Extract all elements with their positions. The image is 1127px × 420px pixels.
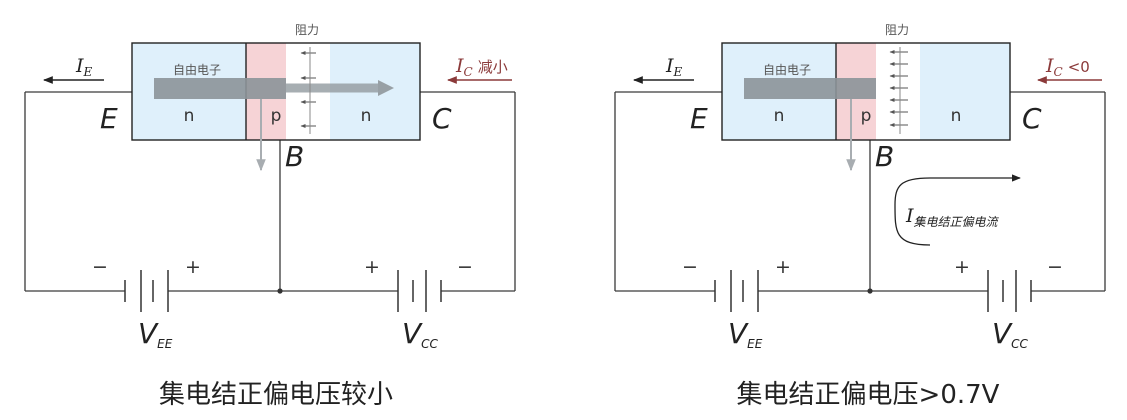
- battery-vee: [124, 270, 169, 312]
- resistance-arrows: [889, 47, 908, 134]
- vcc-label: VCC: [402, 317, 439, 351]
- vee-label: VEE: [728, 317, 763, 351]
- terminal-E: E: [100, 102, 118, 135]
- battery-vcc: [397, 270, 442, 312]
- resistance-label: 阻力: [295, 23, 319, 37]
- electron-flow-bar: [154, 78, 286, 99]
- terminal-C: C: [1022, 102, 1042, 135]
- battery-vee: [714, 270, 759, 312]
- caption: 集电结正偏电压较小: [159, 380, 393, 410]
- terminal-E: E: [690, 102, 708, 135]
- collector-region: [920, 43, 1010, 140]
- region-label-emitter: n: [774, 106, 785, 126]
- junction-dot: [277, 288, 283, 294]
- vee-minus-sign: −: [92, 256, 108, 278]
- battery-vcc: [987, 270, 1032, 312]
- vcc-label: VCC: [992, 317, 1029, 351]
- region-label-collector: n: [951, 106, 962, 126]
- vcc-minus-sign: −: [1047, 256, 1063, 278]
- forward-current-arrow: [894, 174, 1021, 246]
- transistor-outline: [131, 42, 421, 141]
- electron-flow-arrowhead: [378, 80, 394, 96]
- electron-label: 自由电子: [173, 63, 221, 77]
- vee-label: VEE: [138, 317, 173, 351]
- region-label-collector: n: [361, 106, 372, 126]
- vee-plus-sign: +: [775, 256, 791, 278]
- forward-current-label: I集电结正偏电流: [905, 205, 1000, 229]
- electron-label: 自由电子: [763, 63, 811, 77]
- vcc-minus-sign: −: [457, 256, 473, 278]
- junction-dot: [867, 288, 873, 294]
- terminal-B: B: [285, 140, 304, 173]
- vcc-plus-sign: +: [364, 256, 380, 278]
- ic-label: IC<0: [1045, 55, 1090, 79]
- caption: 集电结正偏电压>0.7V: [737, 380, 1000, 410]
- electron-flow-bar: [744, 78, 876, 99]
- ie-label: IE: [665, 55, 683, 79]
- ie-label: IE: [75, 55, 93, 79]
- region-label-base: p: [861, 106, 872, 126]
- resistance-arrows: [300, 47, 316, 134]
- vee-minus-sign: −: [682, 256, 698, 278]
- vcc-plus-sign: +: [954, 256, 970, 278]
- region-label-base: p: [271, 106, 282, 126]
- depletion-region: [876, 43, 920, 140]
- transistor-outline: [721, 42, 1011, 141]
- resistance-label: 阻力: [885, 23, 909, 37]
- terminal-C: C: [432, 102, 452, 135]
- terminal-B: B: [875, 140, 894, 173]
- region-label-emitter: n: [184, 106, 195, 126]
- panel-right: 阻力 自由电子 n p n E C B IE IC<0 I集电结正偏电流 − +…: [614, 23, 1106, 410]
- vee-plus-sign: +: [185, 256, 201, 278]
